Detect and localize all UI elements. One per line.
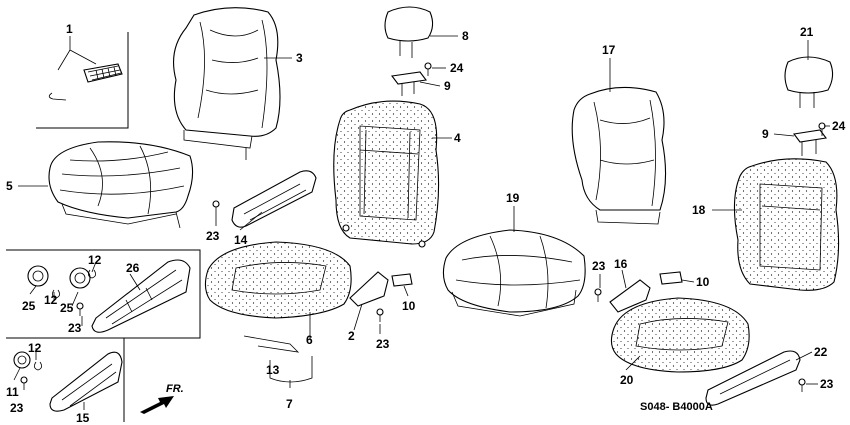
callout-23-e: 23	[10, 401, 24, 415]
part-2-bracket	[349, 271, 389, 307]
callout-12-c: 12	[28, 341, 42, 355]
callout-24-right: 24	[832, 119, 846, 133]
part-23-bolt-c	[594, 288, 602, 302]
part-20-seat-cushion-pad-right	[610, 297, 750, 373]
callout-18: 18	[692, 203, 706, 217]
front-direction-label: FR.	[166, 383, 184, 395]
callout-11: 11	[6, 385, 19, 399]
part-10-cover-a	[391, 273, 413, 287]
callout-21: 21	[800, 25, 814, 39]
inset-box-recliner-right	[6, 337, 125, 422]
callout-5: 5	[6, 179, 13, 193]
callout-23-a: 23	[206, 229, 220, 243]
part-9-headrest-guide-left	[391, 71, 427, 96]
callout-10-right: 10	[696, 275, 710, 289]
part-15-recliner-bottom	[49, 351, 123, 412]
part-6-seat-cushion-pad-left	[204, 241, 352, 319]
part-19-seat-cushion-cover-right	[442, 229, 586, 317]
part-25-knob-b	[69, 267, 91, 289]
callout-9-right: 9	[762, 127, 769, 141]
part-23-bolt-f	[798, 378, 806, 392]
inset-box-part-1	[36, 32, 129, 129]
part-3-seat-back-cover-left	[173, 7, 281, 160]
part-4-seat-back-pad-left	[333, 100, 440, 248]
part-5-seat-cushion-cover-left	[48, 141, 194, 229]
callout-20: 20	[620, 373, 634, 387]
part-23-bolt-b	[376, 308, 384, 322]
part-23-bolt-e	[20, 376, 28, 390]
part-12-spring-b	[88, 269, 96, 279]
callout-13: 13	[266, 363, 280, 377]
part-22-recliner-cover-right	[705, 350, 801, 406]
callout-6: 6	[306, 333, 313, 347]
part-9-headrest-guide-right	[793, 129, 827, 156]
part-11-knob	[13, 351, 31, 369]
callout-9-left: 9	[444, 79, 451, 93]
part-25-knob-a	[27, 265, 49, 287]
callout-24-left: 24	[450, 61, 464, 75]
callout-8: 8	[462, 29, 469, 43]
part-12-spring-a	[52, 289, 60, 299]
callout-4: 4	[454, 131, 461, 145]
part-21-headrest-right	[784, 56, 834, 108]
part-16-bracket-right	[609, 279, 651, 313]
callout-23-d: 23	[68, 321, 82, 335]
part-17-seat-back-cover-right	[571, 86, 667, 225]
callout-10-left: 10	[402, 299, 416, 313]
part-24-bolt-left	[424, 62, 432, 76]
callout-23-c: 23	[592, 259, 606, 273]
part-10-cover-b	[659, 271, 683, 285]
callout-7: 7	[286, 397, 293, 411]
callout-22: 22	[814, 345, 828, 359]
callout-17: 17	[602, 43, 616, 57]
part-12-spring-c	[34, 361, 42, 371]
part-23-bolt-a	[212, 200, 220, 214]
callout-3: 3	[296, 51, 303, 65]
callout-23-b: 23	[376, 337, 390, 351]
callout-labels: 1 3 5 4 8 9 24 14 23 6 13 7 2 10 23 19 1…	[6, 22, 846, 425]
part-13-wire	[243, 335, 300, 353]
callout-16: 16	[614, 257, 628, 271]
callout-14: 14	[234, 233, 248, 247]
callout-25-a: 25	[22, 299, 36, 313]
front-direction-arrow: FR.	[140, 383, 184, 414]
callout-1: 1	[66, 22, 73, 36]
part-8-headrest-left	[384, 6, 434, 58]
callout-12-b: 12	[44, 293, 58, 307]
part-14-adjuster-left	[231, 170, 317, 228]
callout-26: 26	[126, 261, 140, 275]
callout-19: 19	[506, 191, 520, 205]
part-18-seat-back-pad-right	[733, 158, 840, 291]
part-26-recliner-left	[91, 259, 191, 333]
callout-25-b: 25	[60, 301, 74, 315]
callout-23-f: 23	[820, 377, 834, 391]
callout-12-a: 12	[88, 253, 102, 267]
leader-lines	[13, 35, 830, 410]
callout-2: 2	[348, 329, 355, 343]
callout-15: 15	[76, 411, 90, 425]
part-1-spring-clip	[48, 63, 123, 101]
part-23-bolt-d	[76, 302, 84, 316]
diagram-code: S048- B4000A	[640, 401, 713, 413]
